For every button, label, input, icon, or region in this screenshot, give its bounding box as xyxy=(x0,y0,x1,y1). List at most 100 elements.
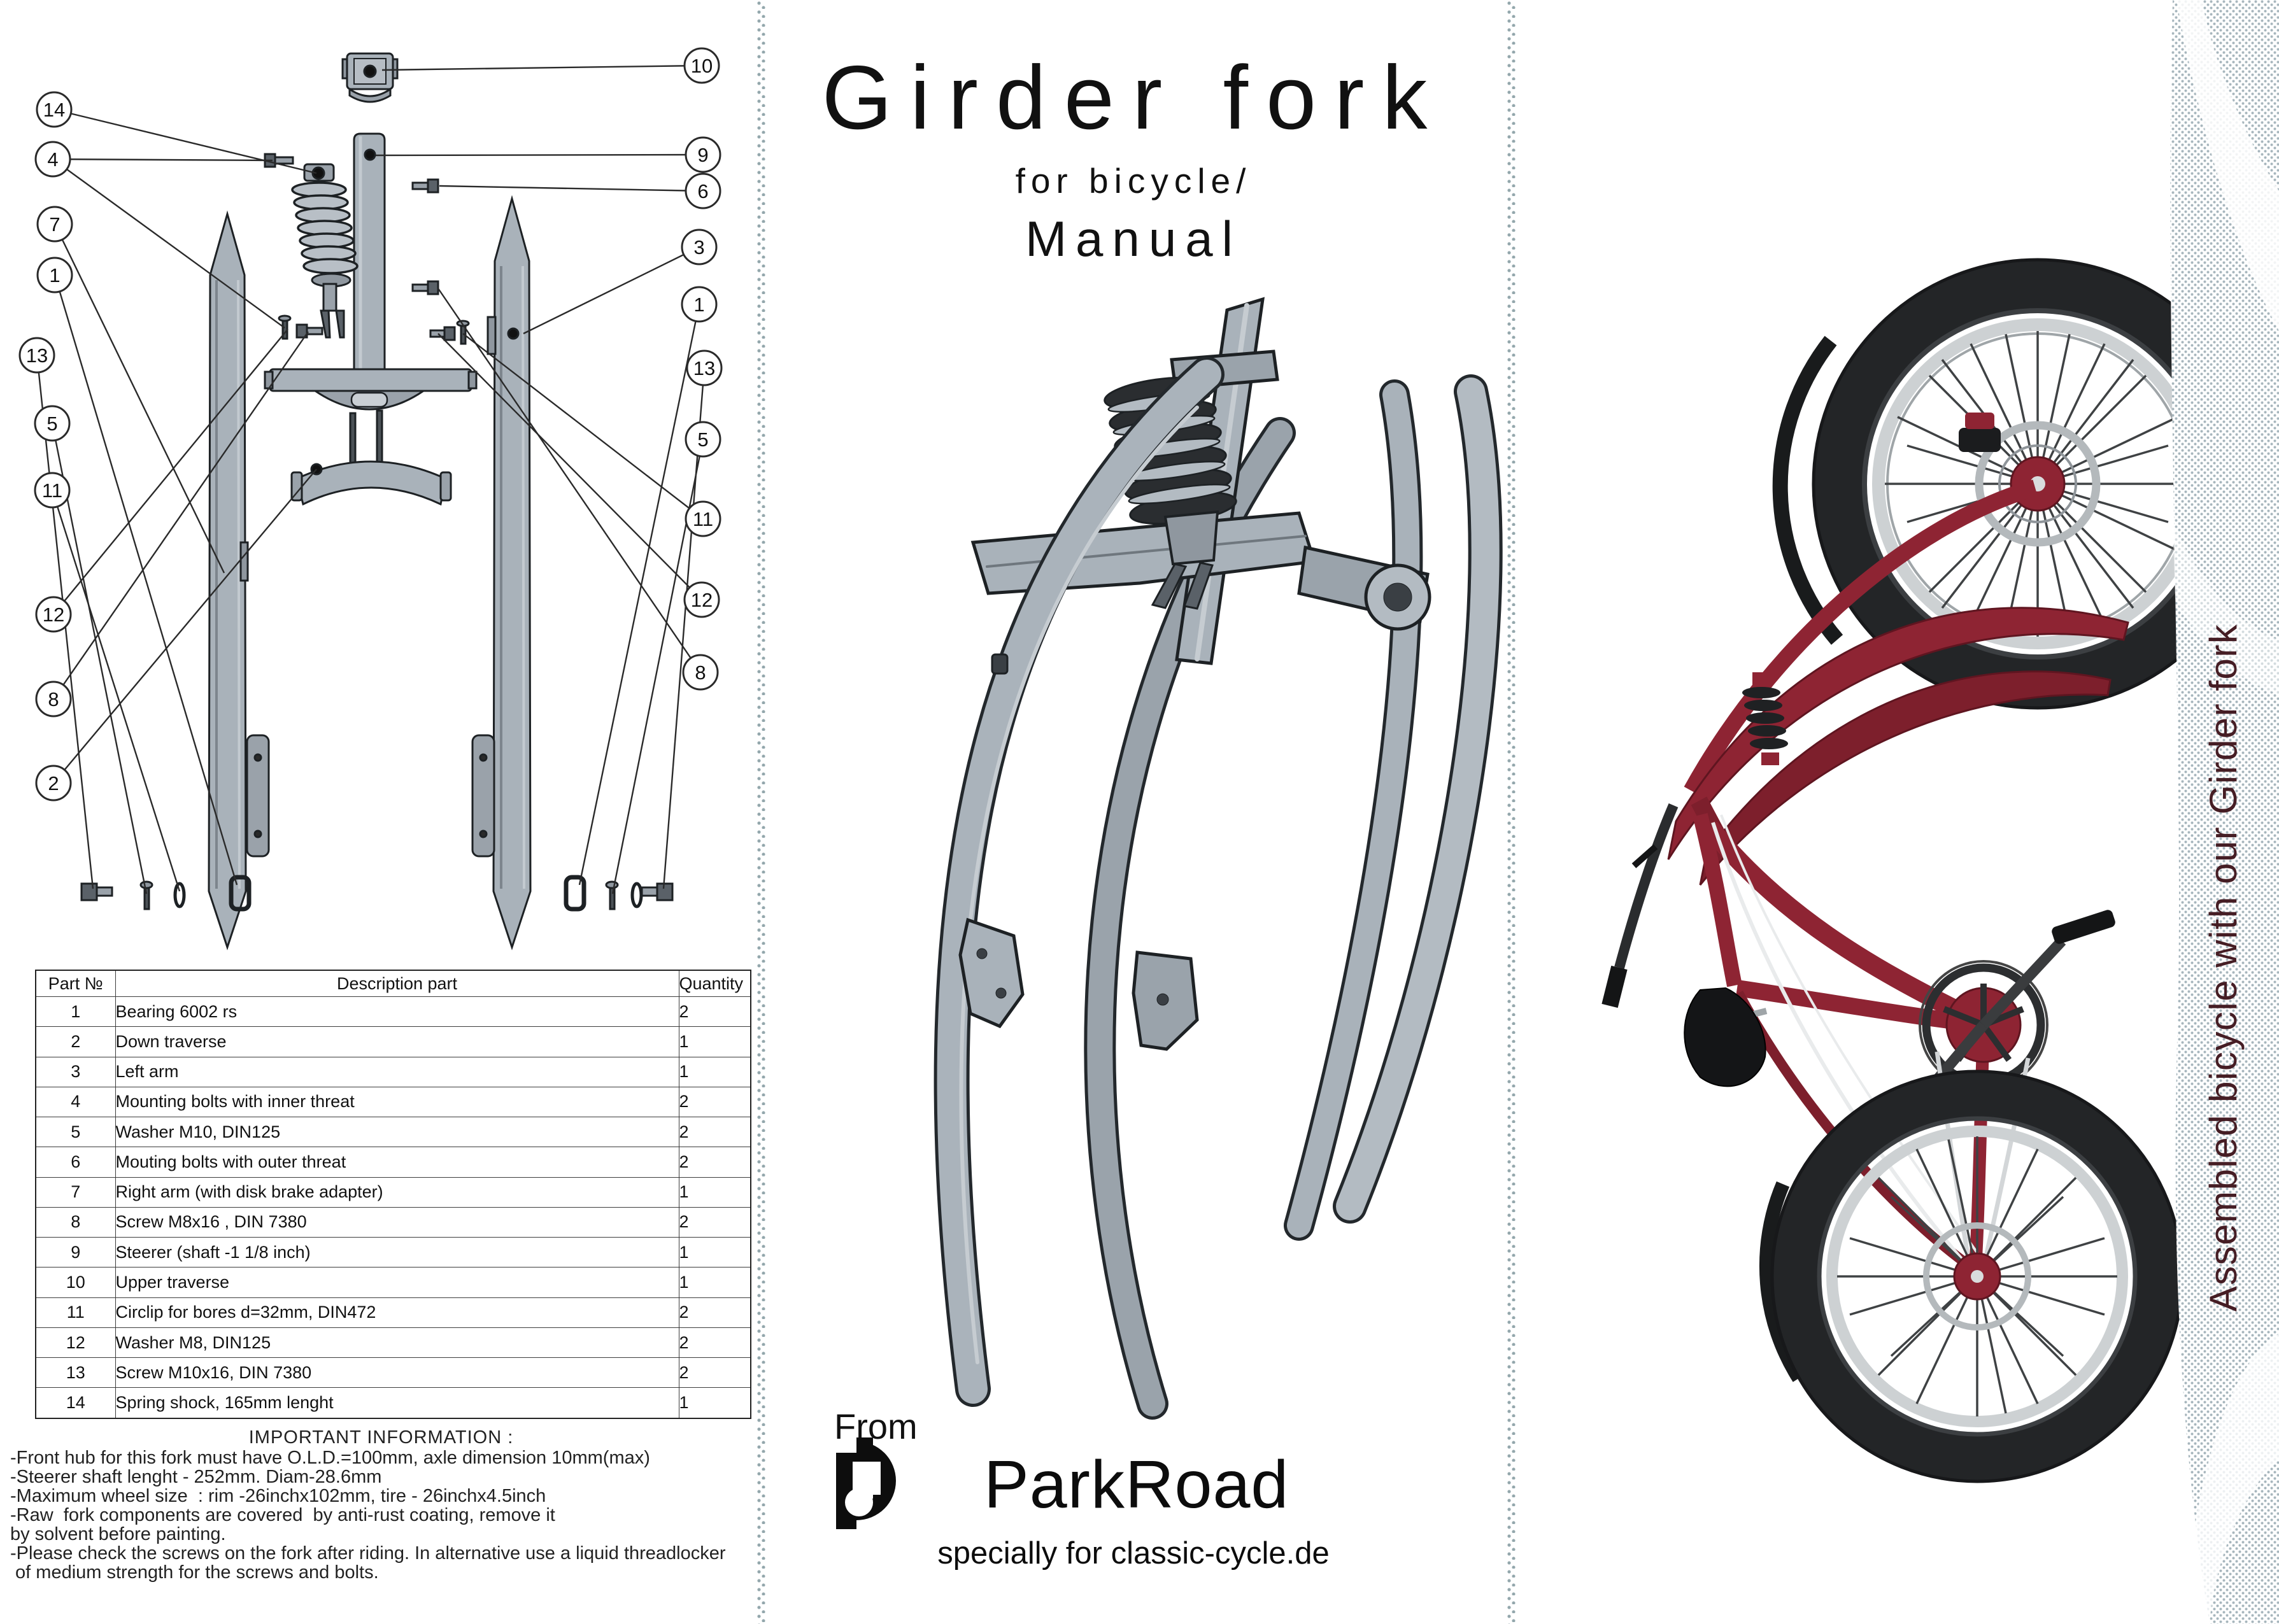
info-line: -Front hub for this fork must have O.L.D… xyxy=(10,1448,650,1468)
part-no: 12 xyxy=(35,1327,116,1359)
svg-text:3: 3 xyxy=(693,236,704,258)
callout-6: 6 xyxy=(439,173,721,209)
callout-7: 7 xyxy=(36,206,225,574)
side-caption: Assembled bicycle with our Girder fork xyxy=(2202,624,2245,1312)
down-traverse-part xyxy=(290,409,452,506)
saddle xyxy=(1684,987,1768,1087)
part-qty: 1 xyxy=(678,1056,751,1087)
panel-separator-left xyxy=(756,0,766,1624)
svg-text:2: 2 xyxy=(48,772,59,794)
important-info-heading: IMPORTANT INFORMATION : xyxy=(248,1427,514,1448)
white-ribbon xyxy=(2173,522,2279,694)
part-desc: Washer M10, DIN125 xyxy=(115,1117,679,1148)
part-no: 9 xyxy=(35,1237,116,1268)
cable xyxy=(1720,814,1983,1260)
cable xyxy=(1711,822,1973,1271)
part-qty: 2 xyxy=(678,1147,751,1178)
part-qty: 1 xyxy=(678,1387,751,1419)
info-line: -Please check the screws on the fork aft… xyxy=(10,1543,726,1564)
svg-text:10: 10 xyxy=(691,55,713,77)
callout-12-left: 12 xyxy=(35,328,288,633)
part-desc: Mounting bolts with inner threat xyxy=(115,1086,679,1118)
part-qty: 2 xyxy=(678,1086,751,1118)
info-line: -Raw fork components are covered by anti… xyxy=(10,1505,555,1525)
part-qty: 2 xyxy=(678,996,751,1027)
info-line: by solvent before painting. xyxy=(10,1524,226,1544)
part-desc: Mouting bolts with outer threat xyxy=(115,1147,679,1178)
callout-8-right: 8 xyxy=(437,288,719,691)
upper-traverse-part xyxy=(341,52,399,103)
svg-text:12: 12 xyxy=(43,604,64,626)
traverse-bar-part xyxy=(264,368,478,411)
part-no: 14 xyxy=(35,1387,116,1419)
page-subtitle: for bicycle/ xyxy=(1015,161,1252,201)
bottom-left-fasteners xyxy=(80,875,252,912)
brand-name: ParkRoad xyxy=(984,1447,1289,1522)
part-qty: 1 xyxy=(678,1176,751,1208)
part-desc: Right arm (with disk brake adapter) xyxy=(115,1176,679,1208)
svg-text:6: 6 xyxy=(697,180,708,202)
part-no: 13 xyxy=(35,1357,116,1388)
callout-5-right: 5 xyxy=(611,421,721,894)
part-qty: 1 xyxy=(678,1267,751,1298)
callout-11-left: 11 xyxy=(34,472,181,892)
from-label: From xyxy=(834,1406,918,1446)
part-no: 2 xyxy=(35,1026,116,1057)
halftone-swoosh xyxy=(2170,0,2279,1624)
part-desc: Screw M10x16, DIN 7380 xyxy=(115,1357,679,1388)
white-ribbon xyxy=(2176,0,2279,331)
fork-shock xyxy=(1742,672,1788,765)
table-header-row: Part № Description part Quantity xyxy=(35,970,751,997)
part-no: 6 xyxy=(35,1147,116,1178)
svg-text:8: 8 xyxy=(48,688,59,710)
info-line: of medium strength for the screws and bo… xyxy=(10,1562,379,1583)
manual-label: Manual xyxy=(1025,211,1242,267)
callout-3: 3 xyxy=(523,229,718,335)
svg-text:7: 7 xyxy=(49,213,60,236)
exploded-diagram: 10 14 4 7 1 13 xyxy=(18,47,723,950)
callout-10: 10 xyxy=(381,47,720,84)
svg-text:5: 5 xyxy=(697,428,708,451)
svg-text:4: 4 xyxy=(47,148,58,171)
info-line: -Maximum wheel size : rim -26inchx102mm,… xyxy=(10,1486,546,1506)
svg-text:12: 12 xyxy=(691,589,713,611)
part-no: 8 xyxy=(35,1206,116,1238)
spring-shock-part xyxy=(291,163,359,339)
part-desc: Upper traverse xyxy=(115,1267,679,1298)
svg-text:13: 13 xyxy=(693,357,715,379)
part-qty: 2 xyxy=(678,1327,751,1359)
brand-tagline: specially for classic-cycle.de xyxy=(937,1536,1330,1571)
svg-text:8: 8 xyxy=(695,661,706,684)
callout-4: 4 xyxy=(34,141,285,328)
part-qty: 2 xyxy=(678,1357,751,1388)
callout-2: 2 xyxy=(35,469,317,801)
part-no: 1 xyxy=(35,996,116,1027)
part-desc: Steerer (shaft -1 1/8 inch) xyxy=(115,1237,679,1268)
right-arm-part xyxy=(471,195,532,950)
part-no: 11 xyxy=(35,1297,116,1328)
part-qty: 2 xyxy=(678,1206,751,1238)
part-qty: 1 xyxy=(678,1237,751,1268)
callout-14: 14 xyxy=(36,91,317,174)
girder-fork xyxy=(1667,479,2129,886)
part-desc: Circlip for bores d=32mm, DIN472 xyxy=(115,1297,679,1328)
col-quantity: Quantity xyxy=(678,970,751,997)
bicycle-image xyxy=(1601,258,2264,1483)
steerer-part xyxy=(353,132,386,372)
svg-text:14: 14 xyxy=(43,99,65,121)
callout-11-right: 11 xyxy=(462,333,721,537)
fork-illustration xyxy=(934,297,1503,1420)
col-description: Description part xyxy=(115,970,679,997)
